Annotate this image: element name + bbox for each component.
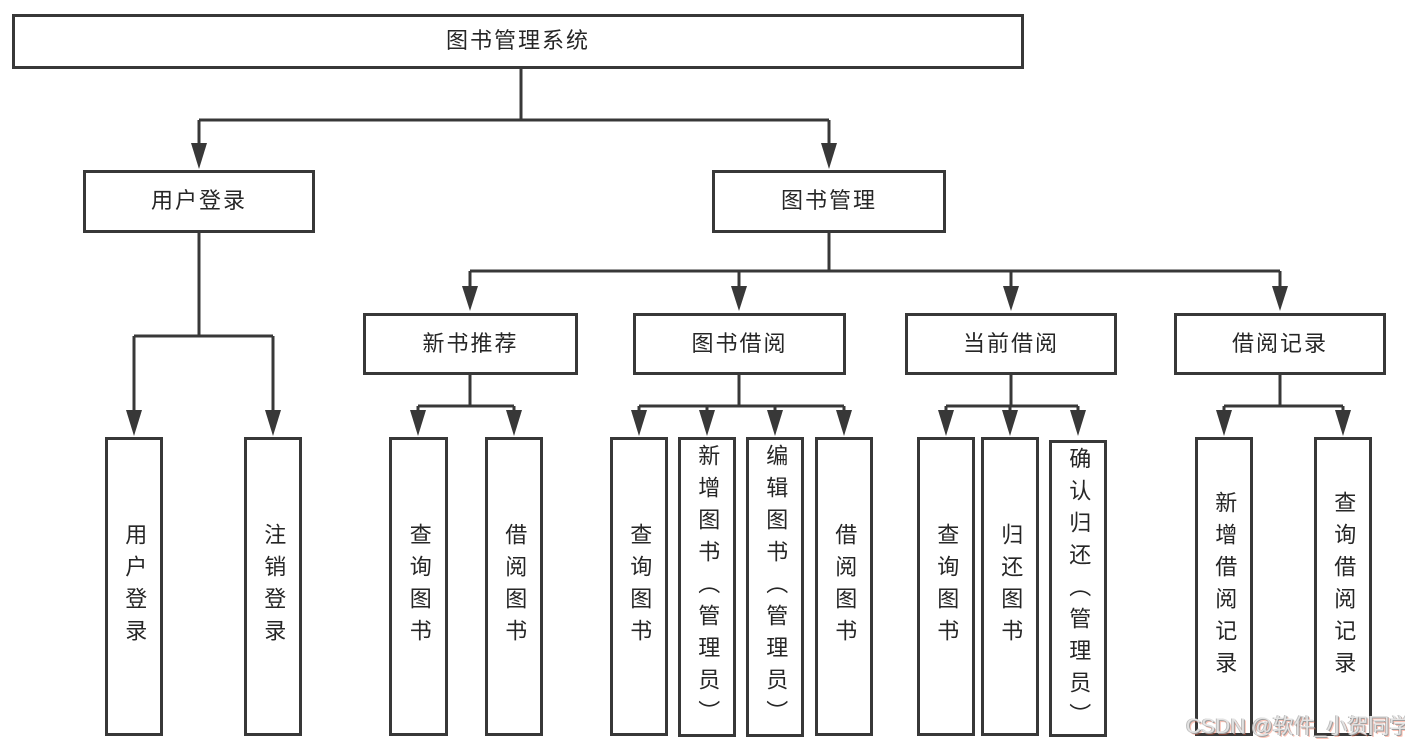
node-book-management: 图书管理 <box>712 170 946 233</box>
leaf-query-borrow-record: 查询借阅记录 <box>1314 437 1372 736</box>
leaf-query-books-borrow: 查询图书 <box>610 437 668 736</box>
leaf-borrow-books: 借阅图书 <box>815 437 873 736</box>
node-book-borrow: 图书借阅 <box>633 313 846 375</box>
connector-new-book-split <box>410 375 522 436</box>
connector-user-login-split <box>126 233 281 436</box>
node-root-system: 图书管理系统 <box>12 14 1024 69</box>
leaf-add-borrow-record: 新增借阅记录 <box>1195 437 1253 736</box>
node-new-book-recommend: 新书推荐 <box>363 313 578 375</box>
connector-current-borrow-split <box>938 375 1086 436</box>
leaf-user-login: 用户登录 <box>105 437 163 736</box>
csdn-watermark: CSDN @软件_小贺同学 <box>1186 715 1405 738</box>
leaf-borrow-books-recommend: 借阅图书 <box>485 437 543 736</box>
leaf-return-books: 归还图书 <box>981 437 1039 736</box>
leaf-add-books-admin: 新增图书（管理员） <box>678 437 736 737</box>
leaf-query-books-current: 查询图书 <box>917 437 975 736</box>
connector-root-split <box>191 69 837 169</box>
node-borrow-records: 借阅记录 <box>1174 313 1386 375</box>
node-current-borrow: 当前借阅 <box>905 313 1117 375</box>
connector-book-borrow-split <box>631 375 852 436</box>
leaf-edit-books-admin: 编辑图书（管理员） <box>746 437 804 737</box>
leaf-confirm-return-admin: 确认归还（管理员） <box>1049 440 1107 737</box>
leaf-logout: 注销登录 <box>244 437 302 736</box>
node-user-login: 用户登录 <box>83 170 315 233</box>
leaf-query-books-recommend: 查询图书 <box>389 437 448 736</box>
connector-borrow-records-split <box>1216 375 1351 436</box>
connector-book-mgmt-split <box>462 233 1288 311</box>
